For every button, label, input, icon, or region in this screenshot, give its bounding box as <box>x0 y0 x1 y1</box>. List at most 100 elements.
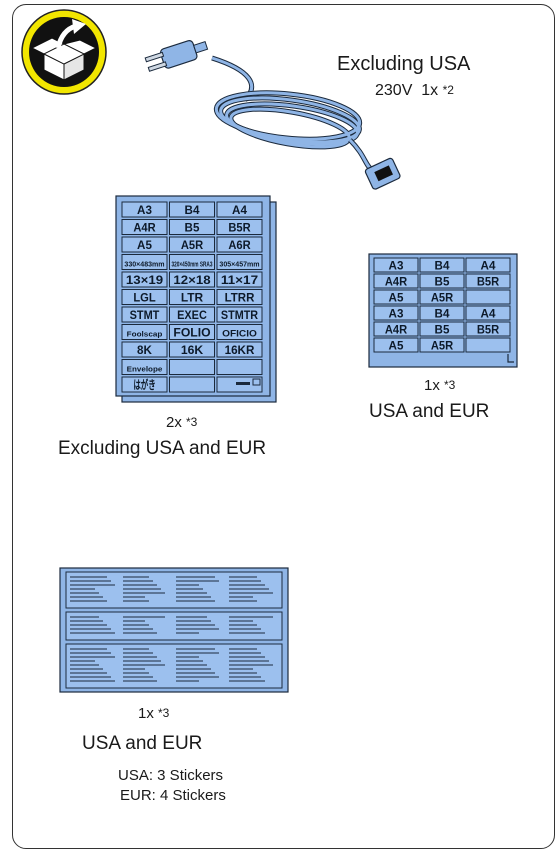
sheet-small-cell-label: A3 <box>389 258 404 272</box>
sheet-large-cell <box>121 236 168 253</box>
sheet-small-cell-label: A3 <box>389 306 404 320</box>
sheet-small-cell <box>373 321 419 337</box>
sheet-small-cell-label: B5R <box>477 274 500 288</box>
sheet-large-cell <box>169 289 215 305</box>
sheet-small-cell-label: B5 <box>435 322 450 336</box>
sheet-small-cell <box>419 257 465 273</box>
sheet-small-cell <box>419 321 465 337</box>
sheet-large-cell-label: 320×450mm SRA3 <box>172 259 213 268</box>
sheet-large-cell-label: A4 <box>232 203 247 217</box>
sheet-large-cell-label: B5 <box>185 220 200 234</box>
sheet-small-cell <box>465 289 511 305</box>
sheet-small-cell <box>465 257 511 273</box>
sheet-large-qty-line: 2x *3 <box>166 414 197 431</box>
sheet-large-cell <box>121 271 168 288</box>
sheet-large-cell <box>121 201 168 218</box>
power-cord-icon <box>144 40 401 190</box>
sheet-large-cell-label: 16K <box>181 343 204 357</box>
sheet-large-cell <box>169 341 215 358</box>
power-cord-qty: 1x <box>421 82 439 99</box>
label-sticker-qty-line: 1x *3 <box>138 705 169 722</box>
sheet-small-cell <box>419 305 465 321</box>
sheet-small-cell <box>465 305 511 321</box>
sheet-large-cell-label: LTR <box>181 290 204 304</box>
sheet-large-cell-label: B4 <box>185 203 200 217</box>
sheet-large-cell-label: Foolscap <box>127 329 163 338</box>
sheet-large-cell-label: 305×457mm <box>219 259 259 268</box>
sheet-large-cell-label: B5R <box>228 220 251 234</box>
sheet-large-cell <box>169 219 215 235</box>
sheet-large-cell <box>169 306 215 323</box>
sheet-small-cell <box>373 337 419 353</box>
sheet-small-cell <box>419 273 465 289</box>
sheet-small-note: *3 <box>444 378 456 392</box>
sheet-large-cell-label: 16KR <box>225 343 255 357</box>
sheet-large-note: *3 <box>186 415 198 429</box>
sheet-large-cell-label: STMTR <box>221 308 258 322</box>
sheet-small-cell-label: A5R <box>431 290 454 304</box>
sheet-large-cell-label: A5R <box>181 238 204 252</box>
sheet-small-cell-label: B4 <box>435 306 450 320</box>
sheet-small-cell-label: B4 <box>435 258 450 272</box>
label-sticker-note: *3 <box>158 706 170 720</box>
sheet-small-cell <box>419 337 465 353</box>
sheet-large-cell <box>121 359 168 375</box>
sheet-small-cell <box>373 257 419 273</box>
sheet-large-cell-label: A6R <box>228 238 251 252</box>
sheet-small-cell-label: A5 <box>389 338 404 352</box>
sheet-small-cell <box>373 289 419 305</box>
sheet-large-cell <box>169 254 215 270</box>
sheet-small-cell-label: A5R <box>431 338 454 352</box>
sheet-small-cell <box>465 273 511 289</box>
sheet-small-cell-label: A4R <box>385 322 408 336</box>
diagram-frame <box>12 4 555 849</box>
sheet-large-cell-label: A5 <box>137 238 152 252</box>
sheet-large-cell-label: LGL <box>133 290 155 304</box>
label-sticker-qty: 1x <box>138 705 154 722</box>
sheet-large-cell <box>169 201 215 218</box>
sheet-large-cell <box>216 219 263 235</box>
sheet-large-cell <box>216 359 263 375</box>
sheet-large-cell <box>169 376 215 393</box>
sheet-large-cell <box>121 289 168 305</box>
sheet-large-cell <box>121 376 168 393</box>
sheet-large-cell-label: STMT <box>130 308 160 322</box>
sheet-small-cell-label: B5R <box>477 322 500 336</box>
sheet-small-cell <box>419 289 465 305</box>
sheet-large-cell <box>216 324 263 340</box>
sheet-large-cell <box>216 306 263 323</box>
sheet-large-cell <box>121 254 168 270</box>
sheet-small-qty-line: 1x *3 <box>424 377 455 394</box>
sheet-large-qty: 2x <box>166 414 182 431</box>
sheet-large-cell <box>216 341 263 358</box>
sheet-large-cell <box>121 324 168 340</box>
sheet-large-cell-label: EXEC <box>177 308 207 322</box>
sheet-large-cell <box>169 359 215 375</box>
sheet-large-cell <box>169 236 215 253</box>
sheet-large-cell <box>216 271 263 288</box>
label-sticker-usa-count: USA: 3 Stickers <box>118 767 224 784</box>
sheet-large-cell-label: Envelope <box>127 364 163 373</box>
sheet-large-cell <box>216 236 263 253</box>
sheet-large-cell <box>121 341 168 358</box>
sheet-large-cell <box>121 219 168 235</box>
sheet-large-cell-label: A3 <box>137 203 152 217</box>
sheet-large-cell <box>216 201 263 218</box>
label-sticker-region: USA and EUR <box>82 733 203 754</box>
sheet-small-cell-label: A5 <box>389 290 404 304</box>
sheet-large-cell <box>216 289 263 305</box>
sheet-large-cell <box>121 306 168 323</box>
unpack-box-icon <box>21 9 107 95</box>
sheet-large-cell-label: LTRR <box>225 290 255 304</box>
power-cord-spec-line: 230V 1x *2 <box>375 82 454 100</box>
sheet-small-region: USA and EUR <box>369 401 490 422</box>
sheet-large-cell-label: FOLIO <box>173 325 210 339</box>
sheet-large-cell <box>169 271 215 288</box>
power-cord-note: *2 <box>442 83 454 97</box>
sheet-small-cell <box>373 273 419 289</box>
sheet-small-cell-label: B5 <box>435 274 450 288</box>
sheet-large-cell-label: はがき <box>133 377 155 392</box>
sheet-small-cell-label: A4R <box>385 274 408 288</box>
